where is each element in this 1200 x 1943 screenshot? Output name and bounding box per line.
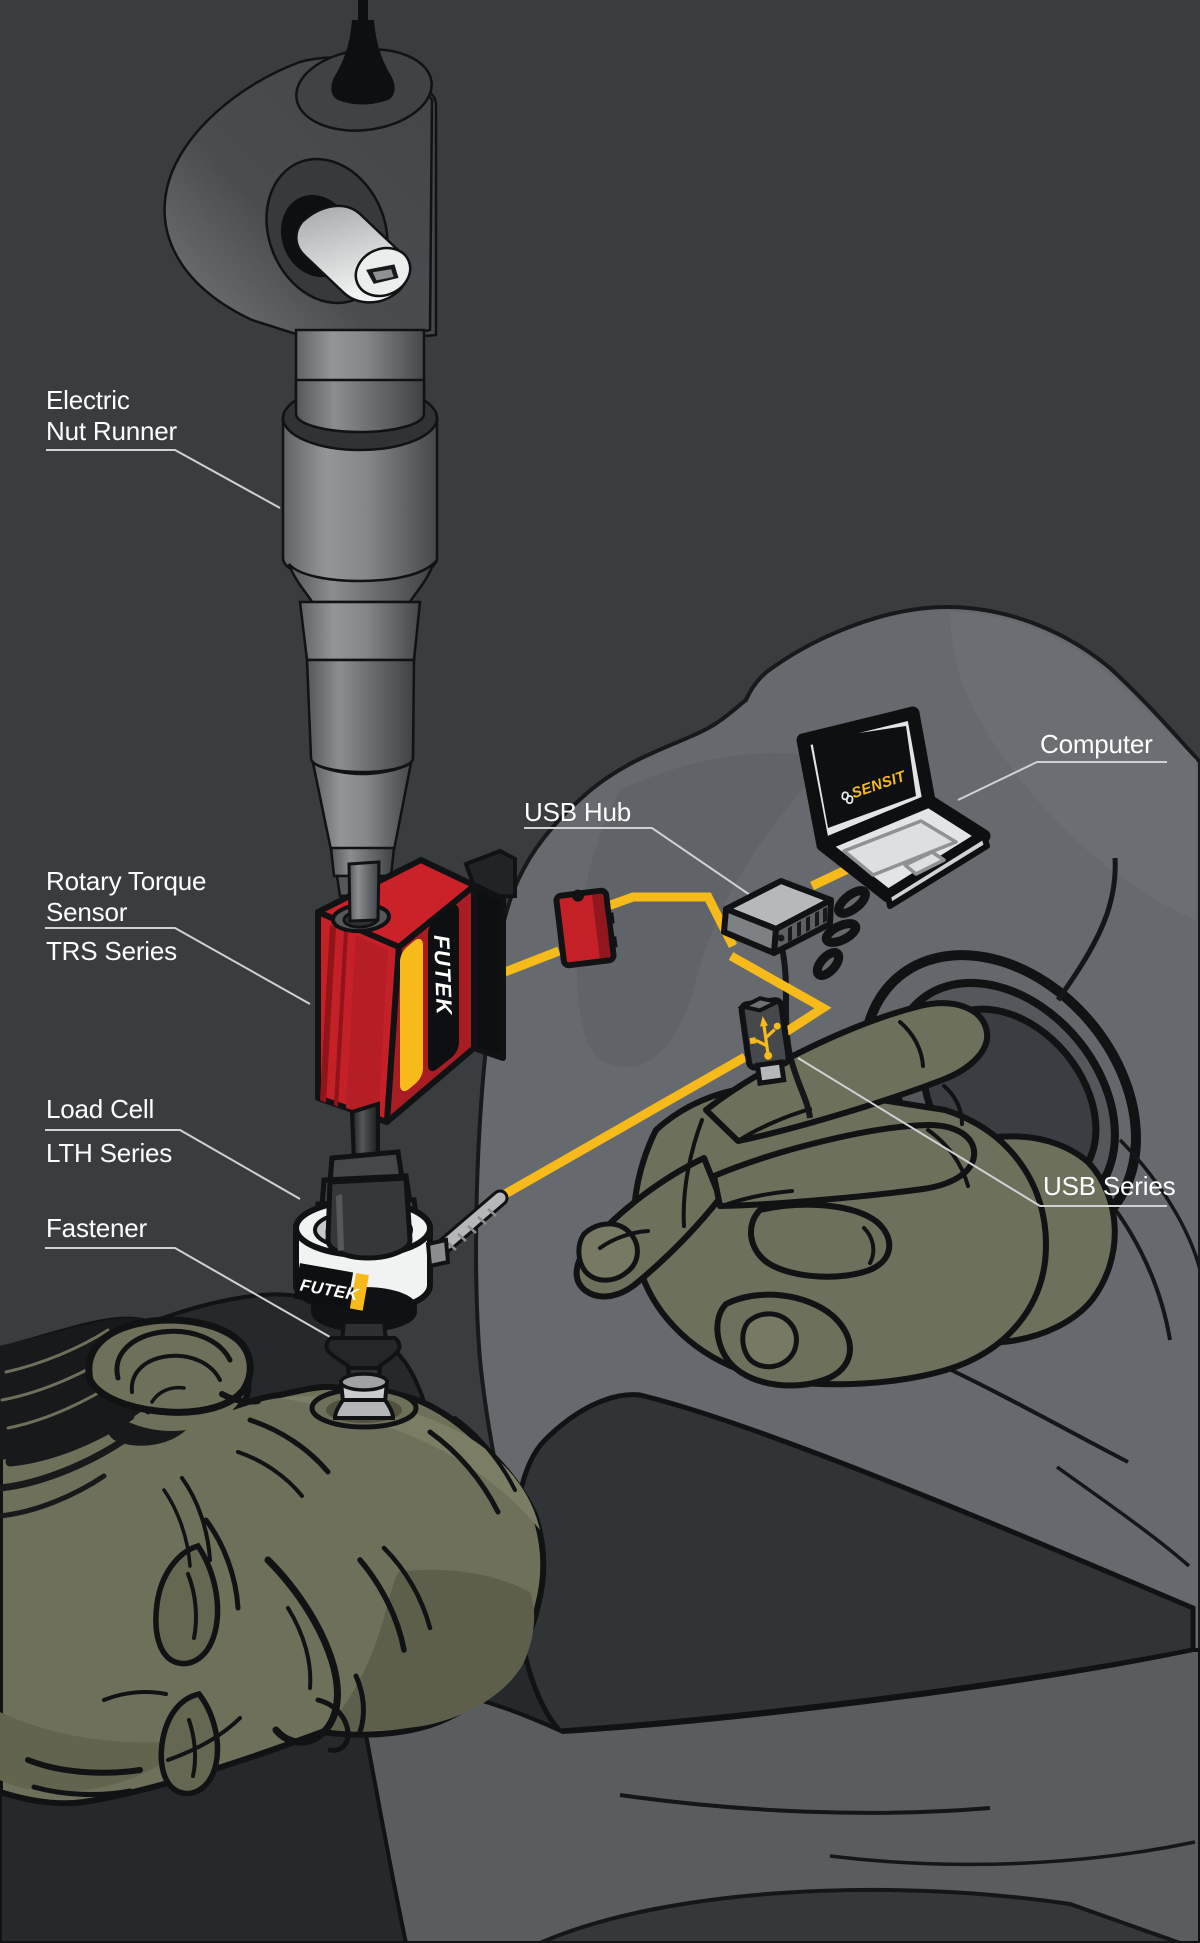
svg-text:Electric: Electric [46,385,130,415]
svg-text:USB Series: USB Series [1043,1171,1176,1201]
svg-text:LTH Series: LTH Series [46,1138,172,1168]
svg-text:USB Hub: USB Hub [524,797,631,827]
svg-text:FUTEK: FUTEK [429,933,457,1018]
svg-text:TRS Series: TRS Series [46,936,177,966]
svg-text:Computer: Computer [1040,729,1153,759]
svg-text:Sensor: Sensor [46,897,128,927]
svg-text:Fastener: Fastener [46,1213,148,1243]
svg-text:Load Cell: Load Cell [46,1094,154,1124]
svg-text:Nut Runner: Nut Runner [46,416,177,446]
svg-text:Rotary Torque: Rotary Torque [46,866,206,896]
